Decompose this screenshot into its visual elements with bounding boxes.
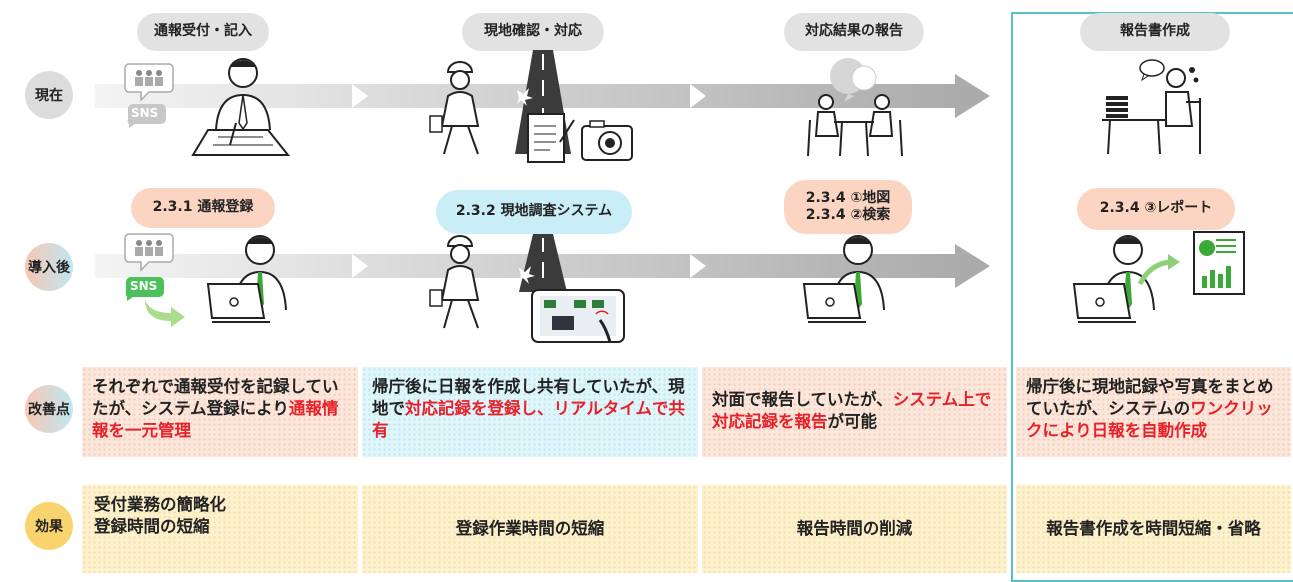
sns-bubble-icon: [127, 104, 166, 128]
improvement-2-highlight: 対応記録を登録し、リアルタイムで共有: [372, 398, 686, 440]
after-stage-3-label-line1: 2.3.4 ①地図: [805, 189, 891, 206]
effect-1-line1: 受付業務の簡略化: [94, 495, 226, 514]
after-stage-4-pill: 2.3.4 ③レポート: [1077, 188, 1235, 230]
effect-1: 受付業務の簡略化 登録時間の短縮: [82, 485, 358, 573]
clipboard-camera-icon: [527, 113, 633, 163]
improvement-2-text: 帰庁後に日報を作成し共有していたが、現地で: [372, 377, 685, 418]
current-stage-3-pill: 対応結果の報告: [784, 13, 924, 51]
field-worker-icon-after: [429, 235, 480, 329]
row-label-after: 導入後: [25, 243, 73, 291]
improvement-3: 対面で報告していたが、システム上で対応記録を報告が可能: [702, 367, 1007, 457]
row-label-effect-text: 効果: [35, 519, 63, 535]
current-arrow-chevron-1: [352, 84, 368, 108]
current-stage-4-pill: 報告書作成: [1080, 13, 1230, 51]
after-stage-2-label: 2.3.2 現地調査システム: [455, 203, 613, 220]
improvement-1-highlight: 通報情報を一元管理: [92, 398, 339, 440]
improvement-4-text: 帰庁後に現地記録や写真をまとめていたが、システムの: [1026, 377, 1274, 418]
improvement-1-text: それぞれで通報受付を記録していたが、システム登録により: [92, 377, 339, 418]
after-stage-1-label: 2.3.1 通報登録: [152, 199, 254, 216]
report-document-icon: [1193, 231, 1245, 295]
effect-2: 登録作業時間の短縮: [362, 485, 698, 573]
effect-3-line1: 報告時間の削減: [796, 519, 913, 539]
sns-green-bubble-icon: [125, 277, 185, 327]
current-stage-3-label: 対応結果の報告: [805, 23, 903, 40]
after-stage-3-pill: 2.3.4 ①地図 2.3.4 ②検索: [784, 180, 912, 234]
row-label-current: 現在: [25, 71, 73, 119]
improvement-4: 帰庁後に現地記録や写真をまとめていたが、システムのワンクリックにより日報を自動作…: [1016, 367, 1291, 457]
effect-1-line2: 登録時間の短縮: [94, 516, 210, 536]
improvement-3-text: 対面で報告していたが、: [712, 390, 893, 409]
improvement-1: それぞれで通報受付を記録していたが、システム登録により通報情報を一元管理: [82, 367, 358, 457]
person-laptop-icon-2: [802, 235, 885, 323]
current-stage-1-label: 通報受付・記入: [154, 23, 252, 40]
row-label-current-text: 現在: [35, 88, 63, 104]
sns-label-after: SNS: [130, 279, 158, 293]
row-label-after-text: 導入後: [28, 260, 70, 276]
current-stage-2-pill: 現地確認・対応: [462, 13, 604, 51]
after-arrow-chevron-2: [690, 254, 706, 278]
person-laptop-icon-1: [206, 235, 287, 323]
row-label-improvement-text: 改善点: [28, 402, 70, 418]
person-laptop-icon-3: [1072, 235, 1180, 323]
after-stage-1-pill: 2.3.1 通報登録: [131, 188, 275, 228]
road-icon-after: [519, 234, 567, 292]
row-label-effect: 効果: [25, 502, 73, 550]
current-stage-4-label: 報告書作成: [1120, 23, 1190, 40]
effect-2-line1: 登録作業時間の短縮: [455, 519, 605, 539]
improvement-3-highlight: システム上で対応記録を報告: [712, 390, 992, 431]
current-stage-2-label: 現地確認・対応: [484, 23, 582, 40]
after-stage-2-pill: 2.3.2 現地調査システム: [436, 190, 632, 234]
field-worker-icon: [429, 61, 480, 155]
effect-4-line1: 報告書作成を時間短縮・省略: [1046, 519, 1261, 539]
after-arrow-chevron-1: [352, 254, 368, 278]
improvement-4-highlight: ワンクリックにより日報を自動作成: [1026, 398, 1273, 440]
meeting-people-icon: [807, 58, 903, 157]
report-writing-icon: [1102, 59, 1201, 155]
citizens-bubble-icon-after: [124, 233, 174, 272]
after-stage-3-label-line2: 2.3.4 ②検索: [805, 207, 891, 223]
person-writing-icon: [191, 58, 291, 156]
tablet-icon: [531, 289, 625, 343]
citizens-bubble-icon: [124, 63, 174, 102]
current-arrow-chevron-2: [690, 84, 706, 108]
effect-3: 報告時間の削減: [702, 485, 1007, 573]
current-stage-1-pill: 通報受付・記入: [137, 13, 269, 51]
effect-4: 報告書作成を時間短縮・省略: [1016, 485, 1291, 573]
improvement-2: 帰庁後に日報を作成し共有していたが、現地で対応記録を登録し、リアルタイムで共有: [362, 367, 698, 457]
improvement-3-text-tail: が可能: [827, 411, 878, 431]
row-label-improvement: 改善点: [25, 385, 73, 433]
after-stage-4-label: 2.3.4 ③レポート: [1099, 200, 1213, 217]
sns-label-current: SNS: [131, 106, 159, 120]
